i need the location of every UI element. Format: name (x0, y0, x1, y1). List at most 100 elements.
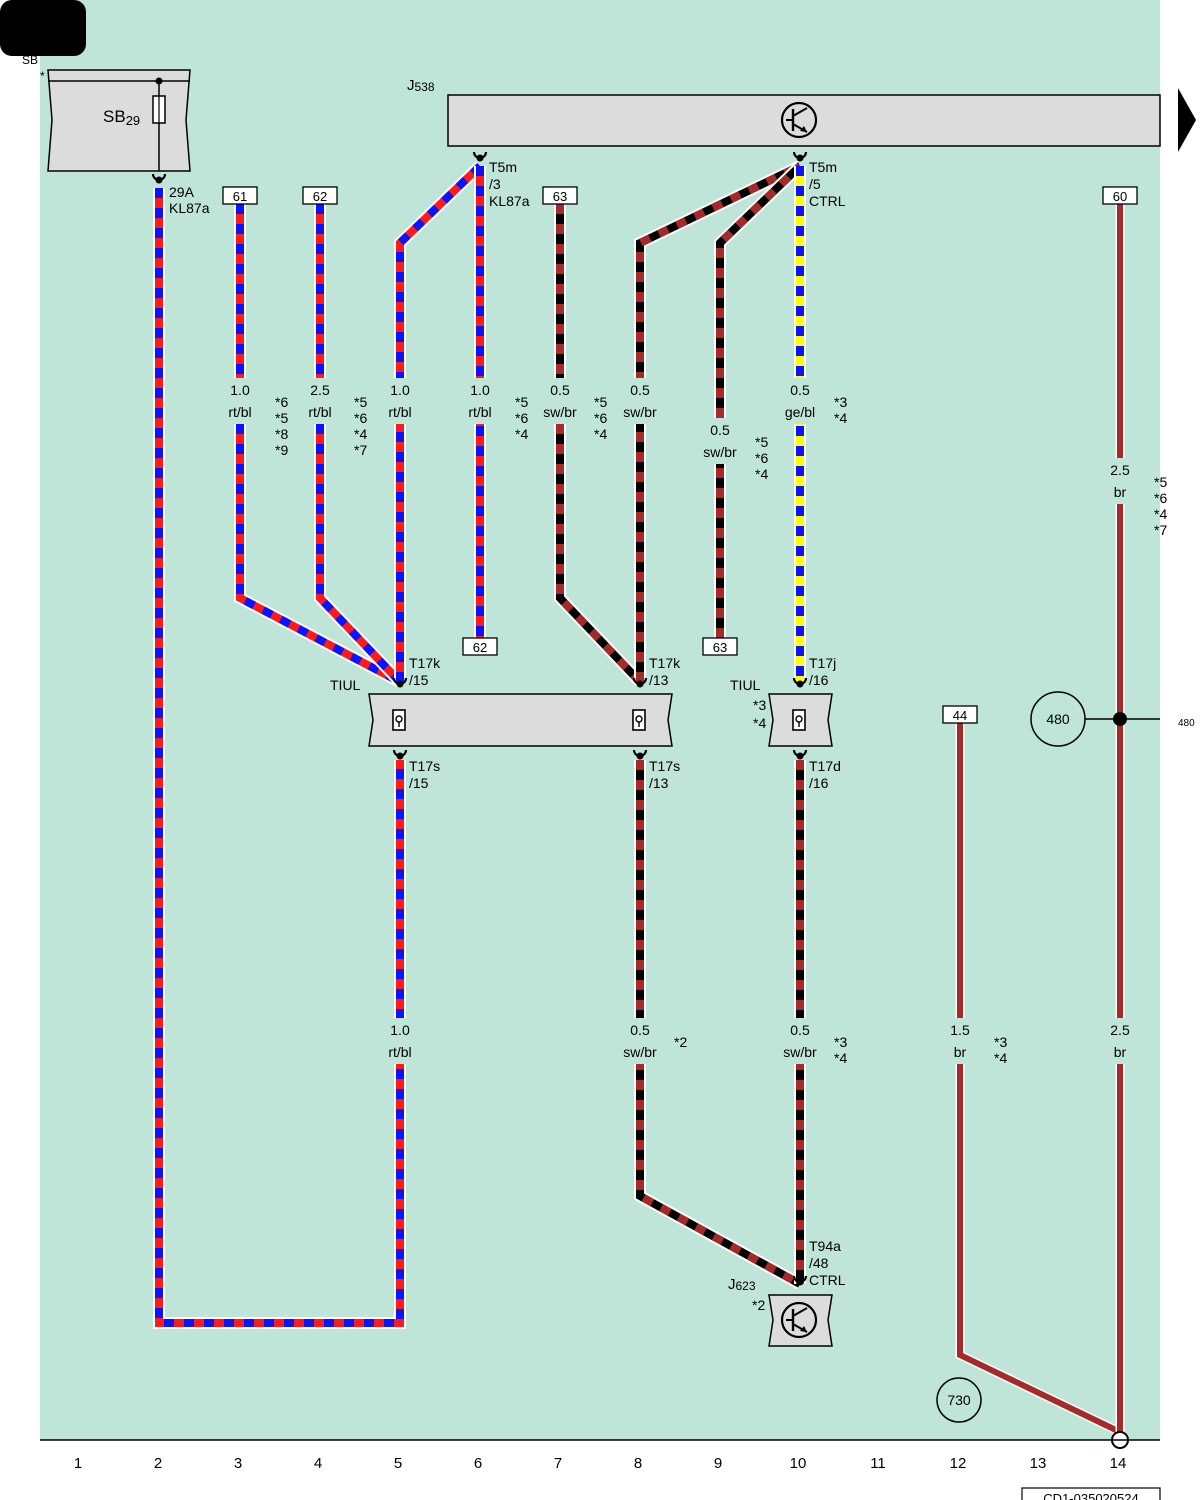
wire-note: *4 (755, 466, 768, 482)
wire-color-code: sw/br (783, 1044, 817, 1060)
ground-point-480: 480 480 (1030, 691, 1195, 747)
wire-color-code: br (1114, 1044, 1127, 1060)
wire-w8 (634, 160, 803, 682)
wire-color-code: sw/br (543, 404, 577, 420)
column-number: 2 (154, 1455, 162, 1472)
pin-dot (796, 752, 804, 760)
wire-color-code: rt/bl (388, 404, 411, 420)
wire-note: *8 (275, 426, 288, 442)
wire-size: 0.5 (630, 382, 650, 398)
wire-label-w9: 0.5 sw/br *5*6*4 (698, 418, 768, 482)
wire-size: 1.0 (470, 382, 490, 398)
wire-note: *6 (755, 450, 768, 466)
wire-note: *5 (594, 394, 607, 410)
column-number: 10 (790, 1455, 807, 1472)
wire-note: *7 (354, 442, 367, 458)
wire-note: *6 (594, 410, 607, 426)
wire-note: *4 (834, 1050, 847, 1066)
wire-size: 0.5 (790, 382, 810, 398)
wire-note: *3 (834, 394, 847, 410)
page-tab-label: SB (22, 53, 38, 67)
column-number: 7 (554, 1455, 562, 1472)
wire-color-code: sw/br (623, 404, 657, 420)
wire-label-w7: 0.5sw/br*5*6*4 (538, 378, 607, 442)
pin-dot (796, 680, 804, 688)
tiul-right-note-1: *3 (753, 697, 766, 713)
pin-dot (796, 1278, 804, 1286)
wire-size: 1.5 (950, 1022, 970, 1038)
ground-480-side-label: 480 (1178, 718, 1195, 729)
fuse-label: SB29 (103, 107, 140, 128)
connector-tiul-left: TIUL (330, 677, 673, 747)
wire-size: 0.5 (550, 382, 570, 398)
pin-dot (636, 680, 644, 688)
wire-note: *4 (515, 426, 528, 442)
fuse-box-sb: * SB29 (40, 69, 191, 172)
column-number: 5 (394, 1455, 402, 1472)
wire-note: *4 (1154, 506, 1167, 522)
wire-w4 (314, 204, 405, 687)
wire-note: *6 (354, 410, 367, 426)
wire-note: *4 (354, 426, 367, 442)
doc-code-box: CD1-035020524 (1021, 1487, 1161, 1500)
wire-note: *9 (275, 442, 288, 458)
wire-color-code: sw/br (623, 1044, 657, 1060)
column-number: 9 (714, 1455, 722, 1472)
continue-arrow-icon (1178, 88, 1196, 152)
wire-label-w6: 1.0rt/bl*5*6*4 (458, 378, 528, 442)
wire-note: *2 (674, 1034, 687, 1050)
wire-label-w10: 0.5ge/bl*3*4 (778, 378, 847, 426)
j538-label: J538 (407, 77, 435, 94)
column-number: 4 (314, 1455, 322, 1472)
wire-color-code: sw/br (703, 444, 737, 460)
wire-layer (153, 160, 1125, 1437)
wire-color-code: rt/bl (228, 404, 251, 420)
wire-note: *3 (834, 1034, 847, 1050)
column-number: 3 (234, 1455, 242, 1472)
svg-text:480: 480 (1046, 711, 1070, 727)
wire-label-w14a: 2.5br*5*6*4*7 (1098, 458, 1167, 538)
svg-text:44: 44 (953, 708, 967, 723)
wire-note: *3 (994, 1034, 1007, 1050)
wire-note: *5 (1154, 474, 1167, 490)
ref-box-61: 61 (222, 186, 258, 205)
ref-box-63-top: 63 (542, 186, 578, 205)
wire-w9 (714, 161, 805, 638)
wire-label-w10b: 0.5sw/br*3*4 (778, 1018, 847, 1066)
ref-box-62-top: 62 (302, 186, 338, 205)
tiul-pin-t17k-13: T17k/13 (649, 655, 681, 688)
svg-text:61: 61 (233, 189, 247, 204)
j623-note: *2 (752, 1297, 765, 1313)
pin-dot (396, 752, 404, 760)
pin-arcs (151, 151, 808, 1286)
svg-text:CD1-035020524: CD1-035020524 (1043, 1491, 1138, 1500)
wire-color-code: ge/bl (785, 404, 815, 420)
page-tab (0, 0, 86, 56)
control-unit-j538: J538 (407, 77, 1161, 147)
wire-label-w3: 1.0rt/bl*6*5*8*9 (218, 378, 288, 458)
ref-box-60: 60 (1102, 186, 1138, 205)
wire-size: 0.5 (710, 422, 730, 438)
column-number: 11 (870, 1455, 886, 1472)
column-number: 6 (474, 1455, 482, 1472)
svg-text:62: 62 (473, 640, 487, 655)
tiul-pin-t17j-16: T17j/16 (809, 655, 836, 688)
wire-color-code: rt/bl (468, 404, 491, 420)
ground-point-730: 730 (936, 1377, 982, 1423)
wire-label-w8: 0.5 sw/br (618, 378, 662, 424)
wire-size: 2.5 (310, 382, 330, 398)
plug-icon (792, 709, 806, 731)
column-number: 8 (634, 1455, 642, 1472)
column-number: 14 (1110, 1455, 1127, 1472)
wire-labels: 1.0rt/bl*6*5*8*92.5rt/bl*5*6*4*71.0rt/bl… (218, 378, 1167, 1066)
ref-box-62-bottom: 62 (462, 637, 498, 656)
wire-w12 (955, 723, 1122, 1437)
plug-icon (632, 709, 646, 731)
control-unit-j623: J623 *2 (728, 1276, 833, 1347)
wire-note: *5 (755, 434, 768, 450)
plug-icon (392, 709, 406, 731)
pin-dot (476, 154, 484, 162)
